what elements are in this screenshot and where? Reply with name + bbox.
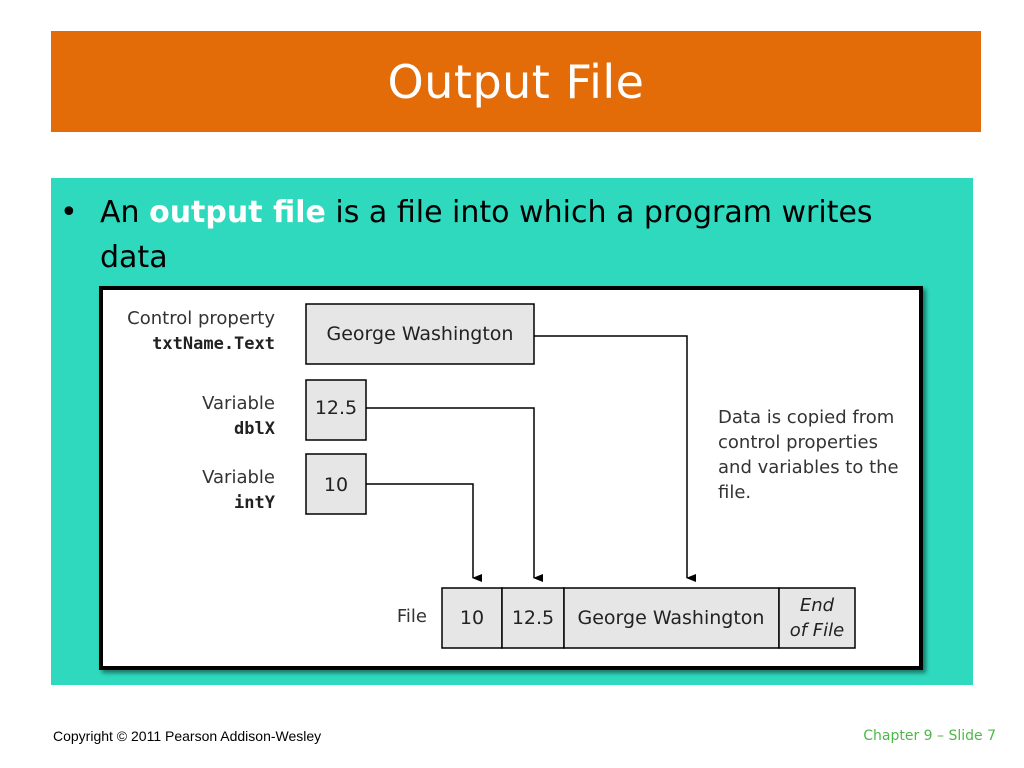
diagram-svg: Control property txtName.Text Variable d… [127,303,899,649]
file-cell-3-value: George Washington [578,607,765,629]
title-bar: Output File [51,31,981,132]
file-cell-3 [563,587,780,649]
bullet-prefix: An [100,195,150,230]
connector-var2 [366,483,482,582]
output-file-diagram: Control property txtName.Text Variable d… [99,286,923,670]
bullet-emphasis: output file [149,195,326,230]
connector-var1 [366,407,543,582]
file-label: File [397,606,427,627]
note-line-4: file. [718,482,751,503]
variable-value-1: 12.5 [315,397,357,419]
slide-title: Output File [387,54,645,109]
file-cell-1 [441,587,503,649]
file-cell-2 [501,587,565,649]
copyright-text: Copyright © 2011 Pearson Addison-Wesley [53,728,322,744]
end-of-file-line-1: End [800,595,835,616]
file-cell-2-value: 12.5 [512,607,554,629]
variable-value-2: 10 [324,474,348,496]
end-of-file-cell [778,587,856,649]
variable-name-2: intY [234,493,276,513]
bullet-suffix: is a file into which a program writes da… [100,195,873,275]
control-value: George Washington [327,323,514,345]
note-line-1: Data is copied from [718,407,894,428]
file-cell-1-value: 10 [460,607,484,629]
end-of-file-line-2: of File [790,620,845,641]
control-property-label: Control property [127,308,275,329]
control-value-box [305,303,535,365]
variable-label-1: Variable [202,393,275,414]
connector-control [534,335,696,582]
control-name: txtName.Text [152,334,275,354]
note-line-2: control properties [718,432,878,453]
slide-number: Chapter 9 – Slide 7 [863,728,996,744]
variable-value-box-1 [305,379,367,441]
variable-name-1: dblX [234,419,276,439]
note-line-3: and variables to the [718,457,899,478]
variable-label-2: Variable [202,467,275,488]
bullet-text: An output file is a file into which a pr… [100,190,940,280]
bullet-icon: • [60,195,78,230]
